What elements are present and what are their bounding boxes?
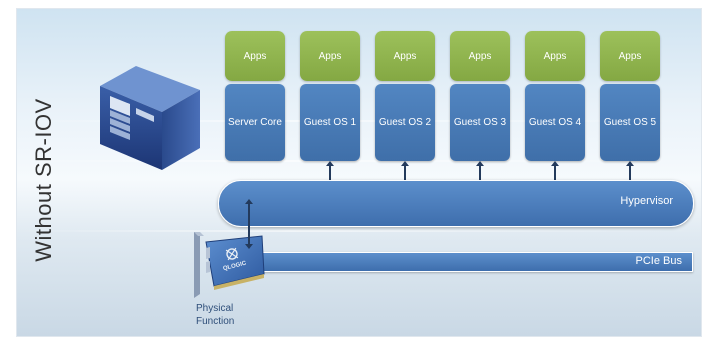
adapter-brand-label: QLOGIC [223, 260, 248, 272]
apps-box: Apps [375, 31, 435, 81]
os-box: Guest OS 1 [300, 84, 360, 161]
background-streak [16, 230, 700, 232]
os-box: Guest OS 2 [375, 84, 435, 161]
os-box: Guest OS 5 [600, 84, 660, 161]
pcie-bus-bar: PCIe Bus [262, 252, 693, 272]
apps-box: Apps [450, 31, 510, 81]
hypervisor-label: Hypervisor [620, 195, 673, 207]
apps-box: Apps [300, 31, 360, 81]
bidirectional-arrow-icon [245, 199, 253, 249]
hypervisor-bar: Hypervisor [218, 180, 694, 227]
os-box: Guest OS 3 [450, 84, 510, 161]
physical-function-label: Physical Function [196, 303, 235, 327]
pcie-bus-label: PCIe Bus [635, 255, 682, 267]
diagram-title: Without SR-IOV [31, 98, 56, 262]
adapter-brand-text: QLOGIC [223, 260, 248, 272]
os-box: Server Core [225, 84, 285, 161]
server-tower-icon [100, 66, 200, 170]
apps-box: Apps [525, 31, 585, 81]
apps-box: Apps [225, 31, 285, 81]
apps-box: Apps [600, 31, 660, 81]
os-box: Guest OS 4 [525, 84, 585, 161]
background-streak [16, 160, 700, 162]
